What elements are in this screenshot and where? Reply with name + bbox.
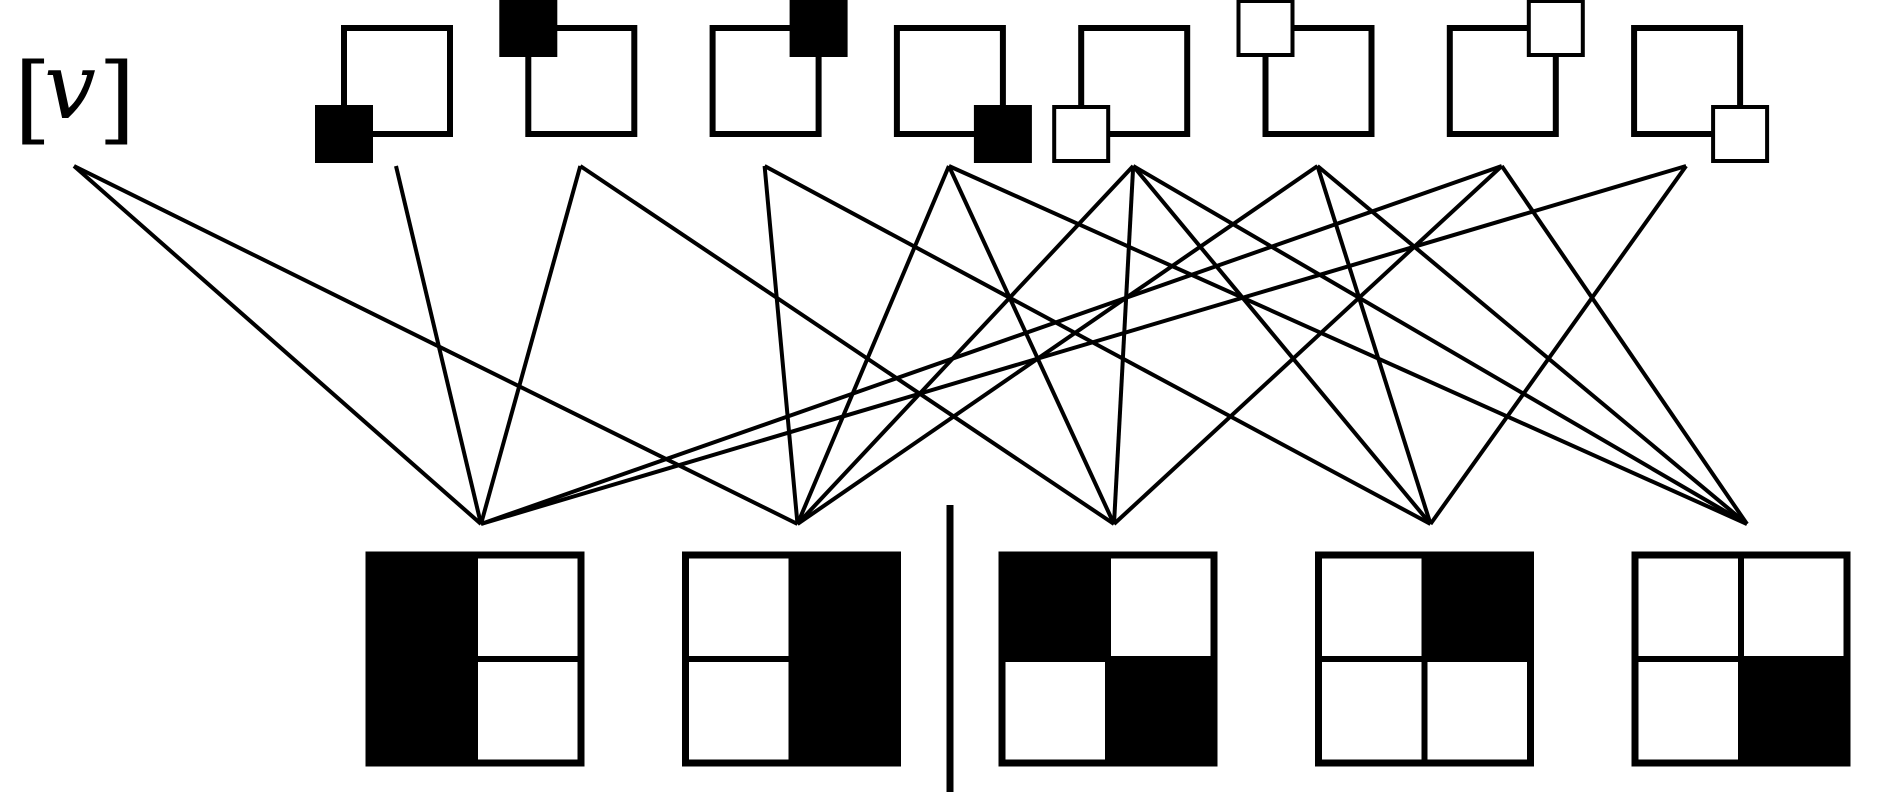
left-bracket: [ xyxy=(14,43,51,155)
motif-frame xyxy=(341,25,453,137)
edge-v-b1 xyxy=(72,164,483,526)
motif-marker-black xyxy=(315,105,373,163)
motif-frame xyxy=(1078,25,1191,137)
edge-m8-b4 xyxy=(1428,164,1688,526)
edge-m8-b1 xyxy=(480,164,1687,526)
top-motif-row xyxy=(315,0,1770,163)
block-cell-top-right xyxy=(1738,552,1850,662)
edge-m3-b2 xyxy=(762,165,800,525)
block-b3 xyxy=(998,551,1218,767)
edge-m7-b1 xyxy=(480,164,1503,526)
motif-marker-black xyxy=(973,105,1032,163)
edge-m5-b5 xyxy=(1132,164,1749,526)
motif-m8 xyxy=(1631,25,1770,163)
edge-m2-b1 xyxy=(479,165,583,525)
motif-marker-black xyxy=(789,0,848,57)
block-cell-bottom-right xyxy=(472,656,584,766)
edge-m7-b5 xyxy=(1500,164,1749,526)
block-cell-top-left xyxy=(366,552,478,662)
variable-label: [ v ] xyxy=(14,33,135,155)
motif-marker-black xyxy=(499,0,558,57)
motif-frame xyxy=(1262,25,1375,137)
motif-m3 xyxy=(709,0,848,137)
motif-m1 xyxy=(315,25,453,163)
motif-m7 xyxy=(1446,0,1585,137)
variable-name: v xyxy=(44,33,96,140)
edge-m5-b2 xyxy=(796,164,1135,526)
block-frame xyxy=(1315,551,1534,767)
edge-m2-b3 xyxy=(579,164,1116,526)
block-cell-top-right xyxy=(1105,552,1217,662)
motif-frame xyxy=(1446,25,1559,137)
edge-group xyxy=(72,164,1749,526)
block-cell-top-right xyxy=(788,552,901,662)
edge-m4-b3 xyxy=(947,165,1116,525)
block-cell-top-left xyxy=(999,552,1111,662)
motif-m2 xyxy=(499,0,638,137)
block-cell-bottom-left xyxy=(1315,656,1428,766)
motif-m4 xyxy=(893,25,1032,163)
block-cell-top-left xyxy=(1315,552,1428,662)
block-frame xyxy=(682,551,901,767)
motif-frame xyxy=(893,25,1006,137)
edge-m1-b1 xyxy=(394,165,483,525)
block-cell-top-left xyxy=(682,552,795,662)
motif-marker-white xyxy=(1236,0,1295,57)
block-cell-bottom-left xyxy=(682,656,795,766)
motif-frame xyxy=(1631,25,1744,137)
block-frame xyxy=(365,551,585,767)
block-b4 xyxy=(1315,551,1534,767)
bottom-block-row xyxy=(365,551,1851,767)
block-b5 xyxy=(1631,551,1851,767)
block-cell-top-right xyxy=(472,552,584,662)
edge-m5-b3 xyxy=(1112,165,1136,525)
motif-marker-white xyxy=(1711,105,1770,163)
block-b2 xyxy=(682,551,901,767)
block-cell-bottom-right xyxy=(1105,656,1217,766)
edge-m6-b5 xyxy=(1316,164,1749,526)
motif-marker-white xyxy=(1526,0,1585,57)
block-cell-top-right xyxy=(1421,552,1534,662)
edge-m4-b2 xyxy=(795,165,951,525)
block-b1 xyxy=(365,551,585,767)
block-cell-top-left xyxy=(1632,552,1744,662)
block-cell-bottom-right xyxy=(1738,656,1850,766)
motif-frame xyxy=(709,25,822,137)
edge-m5-b4 xyxy=(1131,164,1433,526)
block-frame xyxy=(998,551,1218,767)
edge-v-b2 xyxy=(73,164,799,526)
edge-m4-b5 xyxy=(948,164,1748,526)
block-cell-bottom-right xyxy=(788,656,901,766)
motif-frame xyxy=(525,25,638,137)
block-frame xyxy=(1631,551,1851,767)
motif-marker-white xyxy=(1052,105,1111,163)
block-cell-bottom-right xyxy=(1421,656,1534,766)
right-bracket: ] xyxy=(98,43,135,155)
edge-m7-b3 xyxy=(1112,164,1504,526)
block-cell-bottom-left xyxy=(999,656,1111,766)
block-cell-bottom-left xyxy=(366,656,478,766)
block-cell-bottom-left xyxy=(1632,656,1744,766)
edge-m3-b4 xyxy=(763,164,1432,526)
motif-m5 xyxy=(1052,25,1191,163)
edge-m6-b2 xyxy=(796,164,1319,526)
motif-m6 xyxy=(1236,0,1375,137)
